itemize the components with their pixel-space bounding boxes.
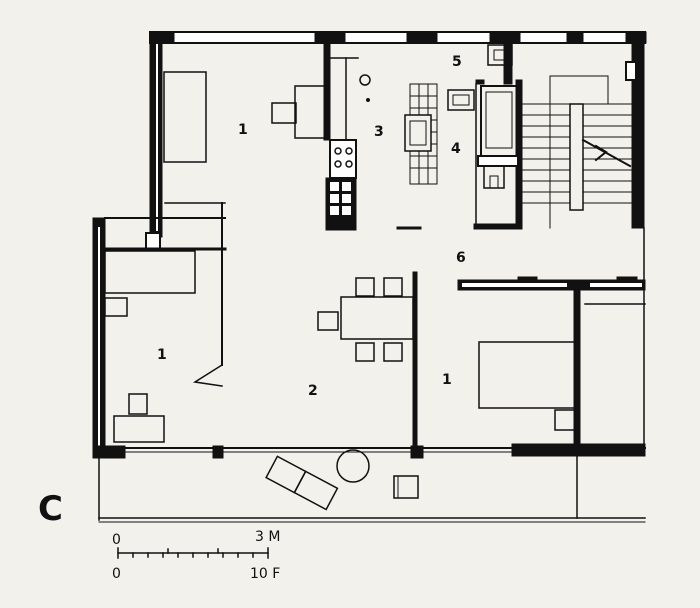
chair xyxy=(383,277,403,297)
dining-table xyxy=(340,296,414,340)
washbasin xyxy=(447,89,475,111)
round-table xyxy=(336,449,370,483)
top-wall-pier xyxy=(314,31,346,44)
top-wall-pier xyxy=(489,31,521,44)
exterior-walls xyxy=(92,31,647,459)
lower-left-furniture xyxy=(104,250,196,443)
nightstand-right xyxy=(554,409,576,431)
stair-well xyxy=(569,103,584,211)
staircase xyxy=(519,75,633,229)
room-label: 5 xyxy=(452,54,462,70)
room-label: 1 xyxy=(238,122,248,138)
kitchen-partition xyxy=(323,41,331,141)
chair xyxy=(383,342,403,362)
desk-chair xyxy=(128,393,148,415)
right-wall-upper xyxy=(631,41,645,229)
stove xyxy=(329,139,357,179)
top-wall-pier xyxy=(625,31,647,44)
top-wall-pier xyxy=(566,31,584,44)
scale-imperial-start: 0 xyxy=(112,566,121,582)
kitchen-counter xyxy=(325,57,371,231)
chair xyxy=(355,277,375,297)
bed-right xyxy=(478,341,576,409)
right-wall-notch xyxy=(625,61,637,81)
bathroom-fixtures xyxy=(404,44,519,189)
bath-wall xyxy=(475,79,485,85)
chimney xyxy=(145,232,161,250)
desk xyxy=(113,415,165,443)
figure-letter: C xyxy=(38,489,63,529)
interior-walls xyxy=(103,41,646,457)
facade-post xyxy=(212,445,224,459)
room-label: 3 xyxy=(374,124,384,140)
stair-wall xyxy=(503,41,513,85)
scale-imperial-end: 10 F xyxy=(250,566,280,582)
terrace xyxy=(98,449,646,523)
chair xyxy=(317,311,339,331)
bed-upper-left xyxy=(163,71,207,163)
stair-direction-arrow xyxy=(581,138,632,168)
sink xyxy=(359,74,371,86)
armchair xyxy=(294,85,326,139)
room-label: 4 xyxy=(451,141,461,157)
top-wall-pier xyxy=(406,31,438,44)
bed-lower-left xyxy=(104,250,196,294)
room-label: 1 xyxy=(157,347,167,363)
toilet xyxy=(483,165,505,189)
door-swing-left xyxy=(192,363,224,387)
chair xyxy=(355,342,375,362)
stair-landing xyxy=(549,75,609,105)
bath-wall-base xyxy=(473,223,523,230)
toilet-area xyxy=(477,155,519,167)
lounge-chair xyxy=(265,455,339,511)
scale-metric-start: 0 xyxy=(112,532,121,548)
storage-box xyxy=(487,44,513,66)
scale-metric-end: 3 M xyxy=(255,529,280,545)
room-label: 1 xyxy=(442,372,452,388)
dining-set xyxy=(317,277,414,362)
side-table xyxy=(271,102,297,124)
scale-bar xyxy=(117,547,269,559)
room-label: 6 xyxy=(456,250,466,266)
nightstand xyxy=(104,297,128,317)
terrace-stool xyxy=(393,475,419,499)
room-label: 2 xyxy=(308,383,318,399)
living-bedroom-wall xyxy=(412,271,418,449)
